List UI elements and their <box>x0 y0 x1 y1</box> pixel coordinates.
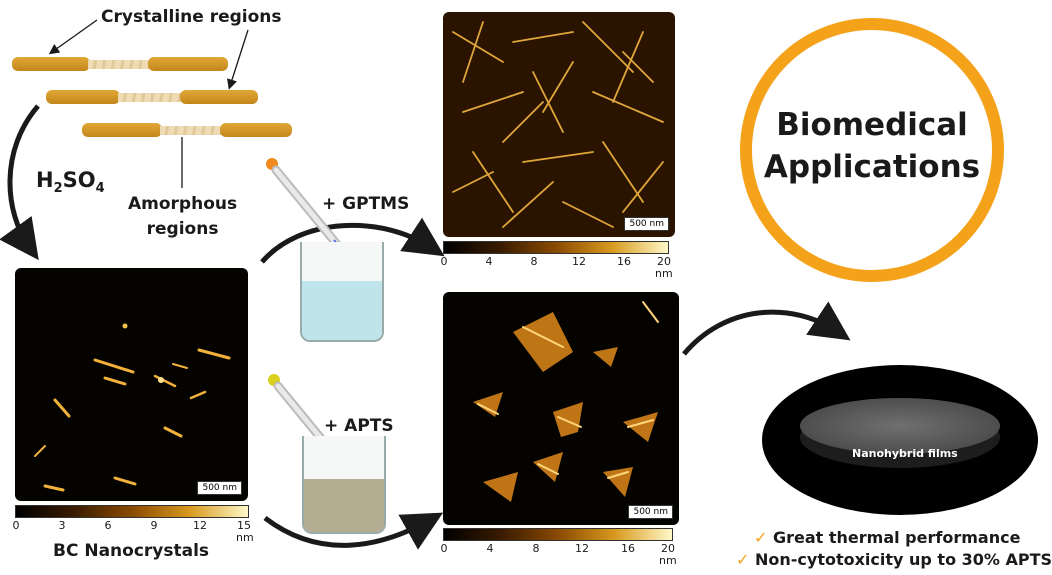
amorphous-regions-label: Amorphous regions <box>128 192 237 242</box>
tick-apts-0: 0 <box>440 542 448 555</box>
colorbar-apts <box>443 528 673 541</box>
unit-bc: nm <box>236 531 254 544</box>
scale-bar-bc: 500 nm <box>197 481 242 495</box>
tick-gptms-1: 4 <box>485 255 493 268</box>
tick-gptms-4: 16 <box>617 255 631 268</box>
beaker-apts <box>302 436 386 534</box>
unit-gptms: nm <box>655 267 673 280</box>
apts-label: + APTS <box>324 416 394 436</box>
afm-image-gptms: 500 nm <box>443 12 675 237</box>
afm-gptms-fibers <box>452 21 664 228</box>
benefit-1: ✓ Great thermal performance <box>754 528 1020 547</box>
tick-gptms-5: 20 <box>657 255 671 268</box>
tick-apts-5: 20 <box>661 542 675 555</box>
gptms-label: + GPTMS <box>322 194 410 214</box>
beaker-apts-liquid <box>304 479 384 532</box>
unit-apts: nm <box>659 554 677 567</box>
tick-apts-2: 8 <box>532 542 540 555</box>
pipette-gptms <box>266 158 351 261</box>
tick-bc-2: 6 <box>104 519 112 532</box>
checkmark-icon: ✓ <box>754 528 768 547</box>
afm-image-bc-nanocrystals: 500 nm <box>15 268 248 501</box>
tick-bc-5: 15 <box>237 519 251 532</box>
crystalline-regions-label: Crystalline regions <box>101 7 282 27</box>
biomedical-line-2: Applications <box>763 149 981 185</box>
amorphous-line-2: regions <box>146 219 219 239</box>
biomedical-line-1: Biomedical <box>776 107 968 143</box>
nanohybrid-films-label: Nanohybrid films <box>852 447 958 460</box>
amorphous-line-1: Amorphous <box>128 194 238 214</box>
tick-bc-1: 3 <box>58 519 66 532</box>
benefit-2-text: Non-cytotoxicity up to 30% APTS <box>754 550 1052 569</box>
tick-bc-3: 9 <box>150 519 158 532</box>
beaker-gptms <box>300 242 384 342</box>
tick-apts-1: 4 <box>486 542 494 555</box>
film-disc-top <box>800 398 1000 454</box>
checkmark-icon: ✓ <box>736 550 750 569</box>
tick-apts-4: 16 <box>621 542 635 555</box>
sulfuric-acid-label: H2SO4 <box>36 168 105 197</box>
afm-image-apts: 500 nm <box>443 292 679 525</box>
colorbar-gptms <box>443 241 669 254</box>
colorbar-bc <box>15 505 249 518</box>
tick-bc-0: 0 <box>12 519 20 532</box>
scale-bar-gptms: 500 nm <box>624 217 669 231</box>
scale-bar-apts: 500 nm <box>628 505 673 519</box>
tick-bc-4: 12 <box>193 519 207 532</box>
benefit-1-text: Great thermal performance <box>772 528 1021 547</box>
tick-gptms-3: 12 <box>572 255 586 268</box>
bc-nanocrystals-label: BC Nanocrystals <box>53 541 210 561</box>
tick-apts-3: 12 <box>575 542 589 555</box>
tick-gptms-0: 0 <box>440 255 448 268</box>
afm-apts-features <box>473 301 659 502</box>
afm-bc-features <box>34 323 231 492</box>
tick-gptms-2: 8 <box>530 255 538 268</box>
biomedical-applications-label: Biomedical Applications <box>740 104 1004 188</box>
beaker-gptms-liquid <box>302 281 382 340</box>
benefit-2: ✓ Non-cytotoxicity up to 30% APTS <box>736 550 1052 569</box>
